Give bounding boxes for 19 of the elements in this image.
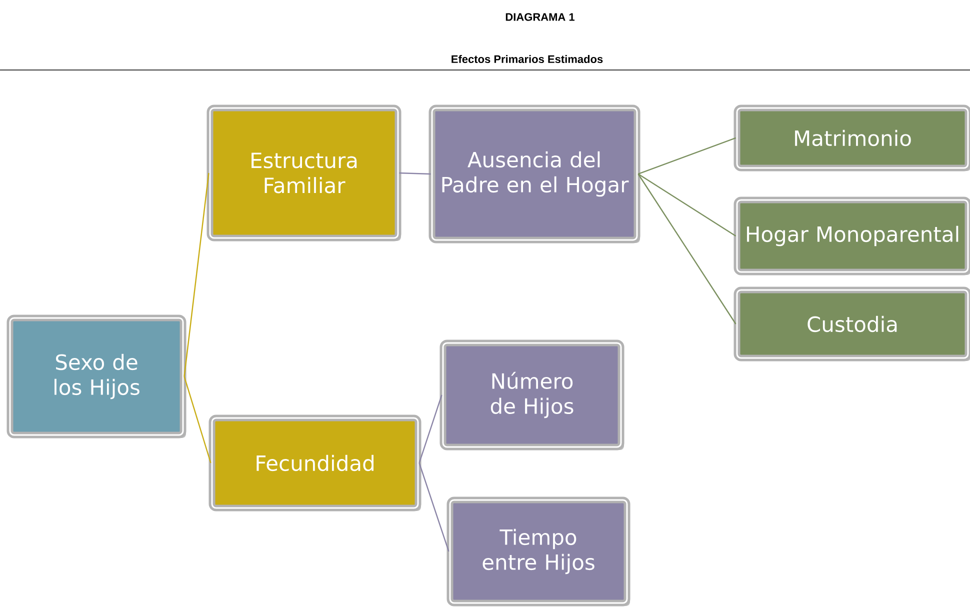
- connector-line: [399, 172, 431, 175]
- connector-line: [638, 174, 736, 236]
- connector-line: [638, 174, 736, 324]
- connector-line: [184, 376, 212, 464]
- title: DIAGRAMA 1: [506, 13, 574, 21]
- text-box: Fecundidad: [208, 414, 422, 512]
- connector-line: [418, 462, 450, 552]
- subtitle: Efectos Primarios Estimados: [452, 54, 603, 64]
- text-box: Estructura Familiar: [206, 104, 402, 242]
- text-box: Custodia: [734, 286, 970, 362]
- text-box: Sexo de los Hijos: [6, 314, 186, 438]
- connector-line: [638, 137, 736, 175]
- connector-line: [184, 172, 210, 377]
- text-box: Matrimonio: [734, 104, 970, 172]
- text-box: Ausencia del Padre en el Hogar: [428, 104, 640, 244]
- connector-line: [418, 394, 442, 464]
- text-box: Número de Hijos: [440, 340, 624, 450]
- text-box: Tiempo entre Hijos: [446, 496, 630, 606]
- text-box: Hogar Monoparental: [734, 196, 970, 276]
